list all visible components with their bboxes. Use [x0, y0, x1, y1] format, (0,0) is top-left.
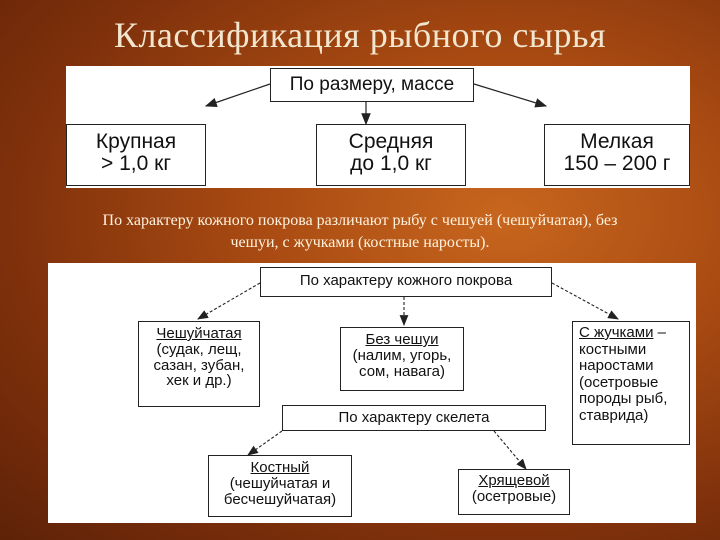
skeleton-root-box: По характеру скелета: [282, 405, 546, 431]
skin-root-label: По характеру кожного покрова: [299, 272, 513, 289]
connector-to-bugs: [551, 282, 619, 320]
bugs-name: С жучками: [579, 324, 654, 341]
bugs-line4: породы рыб,: [579, 390, 668, 407]
size-connectors: [204, 83, 548, 126]
skin-description-line1: По характеру кожного покрова различают р…: [102, 212, 618, 229]
size-medium-name: Средняя: [348, 130, 434, 153]
bugs-line2: наростами: [579, 357, 654, 374]
skin-description: По характеру кожного покрова различают р…: [20, 210, 700, 253]
slide-title: Классификация рыбного сырья: [113, 15, 607, 55]
size-root-label: По размеру, массе: [289, 74, 455, 95]
scaly-line3: хек и др.): [166, 372, 232, 390]
size-root-box: По размеру, массе: [270, 68, 474, 102]
size-large-name: Крупная: [95, 130, 177, 153]
cartilage-line1: (осетровые): [471, 487, 557, 505]
scaly-line1: (судак, лещ,: [156, 340, 242, 358]
skin-description-line2: чешуи, с жучками (костные наросты).: [230, 233, 490, 251]
skeleton-root-label: По характеру скелета: [338, 409, 490, 426]
scaly-box: Чешуйчатая (судак, лещ, сазан, зубан, хе…: [138, 321, 260, 407]
size-large-box: Крупная > 1,0 кг: [66, 124, 206, 186]
scaleless-line1: (налим, угорь,: [352, 346, 452, 364]
scaly-line2: сазан, зубан,: [153, 356, 245, 374]
scaleless-box: Без чешуи (налим, угорь, сом, навага): [340, 327, 464, 391]
connector-to-large: [204, 83, 271, 108]
scaleless-name: Без чешуи: [365, 331, 439, 348]
bony-box: Костный (чешуйчатая и бесчешуйчатая): [208, 455, 352, 517]
bony-line1: (чешуйчатая и: [229, 474, 331, 492]
connector-to-cartilage: [493, 430, 527, 470]
size-medium-value: до 1,0 кг: [350, 152, 432, 176]
cartilage-name: Хрящевой: [478, 472, 550, 489]
connector-to-small: [473, 83, 548, 108]
connector-to-scaly: [197, 282, 261, 320]
skin-root-box: По характеру кожного покрова: [260, 267, 552, 297]
skin-skeleton-classification-panel: По характеру кожного покрова Чешуйчатая …: [48, 263, 696, 523]
cartilage-box: Хрящевой (осетровые): [458, 469, 570, 515]
bony-line2: бесчешуйчатая): [223, 490, 337, 508]
bugs-line3: (осетровые: [579, 373, 659, 391]
size-large-value: > 1,0 кг: [101, 152, 171, 176]
size-small-value: 150 – 200 г: [563, 152, 671, 176]
size-medium-box: Средняя до 1,0 кг: [316, 124, 466, 186]
bony-name: Костный: [250, 459, 310, 476]
bugs-dash: –: [657, 324, 666, 341]
scaly-name: Чешуйчатая: [156, 325, 242, 342]
bugs-box: С жучками – костными наростами (осетровы…: [572, 321, 690, 445]
bugs-line1: костными: [579, 340, 647, 358]
size-small-name: Мелкая: [580, 130, 654, 153]
size-classification-panel: По размеру, массе Крупная > 1,0 кг Средн…: [66, 66, 690, 188]
bugs-line5: ставрида): [579, 406, 649, 424]
skin-connectors: [197, 282, 619, 470]
scaleless-line2: сом, навага): [359, 362, 445, 380]
size-small-box: Мелкая 150 – 200 г: [544, 124, 690, 186]
connector-to-bony: [247, 430, 283, 456]
